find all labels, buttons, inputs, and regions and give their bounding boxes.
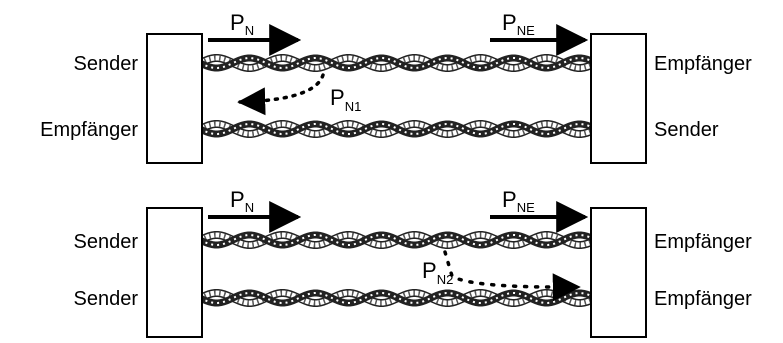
cable-strand-dark [198, 54, 595, 72]
top-pn1-arrow [237, 73, 325, 116]
top-pn1-symbol: PN1 [330, 85, 361, 114]
top-diagram: Sender Empfänger Empfänger Sender PN PNE… [40, 10, 752, 164]
top-cable-upper [198, 54, 595, 72]
top-left-lower-label: Empfänger [40, 119, 138, 141]
bottom-pn-subscript: N [245, 200, 254, 215]
bottom-left-lower-label: Sender [74, 288, 139, 310]
bottom-right-lower-label: Empfänger [654, 288, 752, 310]
top-cable-lower [198, 120, 595, 138]
top-left-box [146, 33, 203, 164]
top-right-box [590, 33, 647, 164]
bottom-pne-subscript: NE [517, 200, 535, 215]
bottom-left-box [146, 207, 203, 338]
top-pn1-subscript: N1 [345, 99, 362, 114]
bottom-diagram: Sender Sender Empfänger Empfänger PN PNE… [74, 187, 752, 338]
top-pne-subscript: NE [517, 23, 535, 38]
bottom-left-upper-label: Sender [74, 231, 139, 253]
cable-strand-dark [198, 120, 595, 138]
top-right-lower-label: Sender [654, 119, 719, 141]
bottom-right-upper-label: Empfänger [654, 231, 752, 253]
bottom-pn-symbol: PN [230, 187, 254, 215]
bottom-pn2-symbol: PN2 [422, 258, 453, 287]
top-pn-symbol: PN [230, 10, 254, 38]
bottom-pne-symbol: PNE [502, 187, 535, 215]
top-right-upper-label: Empfänger [654, 53, 752, 75]
cable-strand-dark [198, 289, 595, 307]
bottom-right-box [590, 207, 647, 338]
bottom-pn2-arrow [443, 250, 581, 302]
top-pn-subscript: N [245, 23, 254, 38]
bottom-pn2-subscript: N2 [437, 272, 454, 287]
top-left-upper-label: Sender [74, 53, 139, 75]
bottom-cable-upper [198, 231, 595, 249]
cable-strand-dark [198, 231, 595, 249]
top-pne-symbol: PNE [502, 10, 535, 38]
bottom-cable-lower [198, 289, 595, 307]
